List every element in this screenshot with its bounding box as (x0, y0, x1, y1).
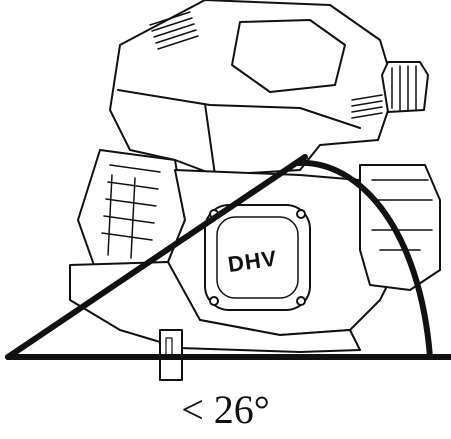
max-tilt-angle-label: < 26° (181, 387, 270, 432)
valve-cover-bolt (296, 209, 306, 219)
tilt-angle-indicator (5, 154, 451, 360)
engine-illustration (69, 0, 441, 381)
valve-cover-inner (216, 216, 299, 299)
oil-cap (381, 61, 429, 113)
angle-arc (295, 159, 433, 360)
cover-front-ridge (117, 89, 361, 176)
carburetor (359, 164, 441, 291)
cover-top-panel (231, 19, 346, 93)
cover-vent-left (149, 11, 199, 50)
cover-vent-right (351, 94, 383, 119)
valve-cover-bolt (209, 296, 219, 306)
block-fins-left (101, 164, 161, 259)
valve-cover-bolt (296, 296, 306, 306)
engine-base (69, 261, 361, 353)
tilt-line (5, 154, 308, 360)
carburetor-detail (371, 179, 433, 251)
